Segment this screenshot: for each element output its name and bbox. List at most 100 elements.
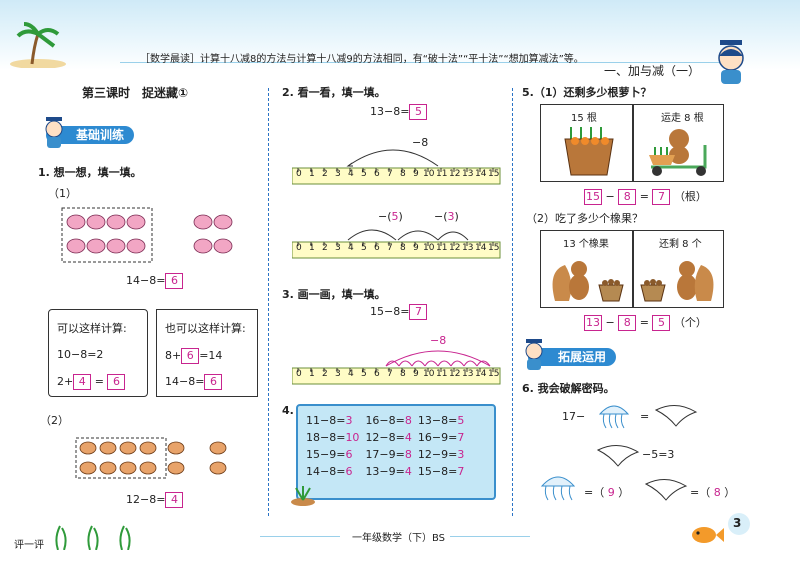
manta-ray-icon [654,405,698,427]
section-label: 基础训练 [76,128,125,142]
tick-label: 2 [322,369,328,379]
answer-value[interactable]: 8 [404,414,412,427]
equation-cell: 16−8=8 [365,412,417,429]
method-left-line2: 2+4 = 6 [57,374,126,390]
answer-box[interactable]: 5 [652,315,671,331]
method-box-right: 也可以这样计算: 8+6=14 14−8=6 [156,309,258,397]
answer-value[interactable]: 5 [391,210,399,223]
jellyfish-icon [598,405,630,429]
answer-box[interactable]: 6 [165,273,184,289]
page-number-badge [728,513,750,535]
tick-label: 7 [387,369,393,379]
tick-label: 10 [423,369,435,379]
equation-cell: 15−8=7 [418,463,470,480]
arc-label-a: −(5) [378,210,403,223]
tick-label: 13 [462,243,474,253]
method-left-line1: 10−8=2 [57,348,104,361]
tick-label: 12 [449,369,461,379]
answer-box[interactable]: 8 [618,189,637,205]
answer-value[interactable]: 4 [404,431,412,444]
equation-text: 12−8= [126,493,166,506]
equation-text: 12−8= [365,431,405,444]
q6-line2: −5=3 [642,448,675,461]
tick-label: 11 [436,369,448,379]
squirrel-acorns-icon [640,261,714,302]
answer-value[interactable]: 3 [457,448,465,461]
tick-label: 8 [400,169,406,179]
section-extension: 拓展运用 [528,348,617,366]
label-text: ) [454,210,459,223]
answer-value[interactable]: 8 [713,486,721,499]
answer-value[interactable]: 6 [345,465,353,478]
answer-box[interactable]: 6 [181,348,200,364]
answer-box[interactable]: 6 [107,374,126,390]
tick-label: 5 [361,369,367,379]
answer-value[interactable]: 10 [345,431,360,444]
operator: = [639,190,649,203]
method-left-title: 可以这样计算: [57,322,127,335]
q3-eq: 15−8=7 [370,304,428,320]
answer-value[interactable]: 7 [457,465,465,478]
label-text: ） [618,486,630,499]
equation-text: 14−8= [126,274,166,287]
q1-part1-label: （1） [48,187,77,200]
tick-label: 1 [309,369,315,379]
answer-box[interactable]: 4 [73,374,92,390]
q5-equation-1: 15 − 8 = 7 （根） [584,188,707,205]
tick-label: 4 [348,243,354,253]
panel-caption-left: 13 个橡果 [563,239,609,250]
answer-box[interactable]: 4 [165,492,184,508]
tick-label: 7 [387,243,393,253]
tick-label: 2 [322,169,328,179]
answer-box[interactable]: 5 [409,104,428,120]
equation-text: 16−9= [417,431,458,444]
answer-value[interactable]: 7 [457,431,465,444]
answer-box[interactable]: 8 [618,315,637,331]
q6-answer-a: =（ 9 ） [584,484,629,500]
method-right-line2: 14−8=6 [165,374,223,390]
answer-box[interactable]: 6 [204,374,223,390]
answer-value[interactable]: 3 [345,414,353,427]
answer-value[interactable]: 4 [404,465,412,478]
section-basic-training: 基础训练 [46,126,135,144]
answer-box[interactable]: 7 [652,189,671,205]
panel-caption-right: 还剩 8 个 [659,239,702,250]
seaweed-rating-icon [55,525,131,550]
method-right-title: 也可以这样计算: [165,322,246,335]
label-text: −( [378,210,392,223]
equation-text: 13−9= [365,465,405,478]
equation-text: 15−8= [370,305,410,318]
equals-sign: = [94,375,104,388]
tick-label: 14 [475,369,487,379]
q3-label: 3. 画一画，填一填。 [282,288,386,301]
answer-box[interactable]: 7 [409,304,428,320]
answer-value[interactable]: 8 [404,448,412,461]
equation-cell: 11−8=3 [306,412,365,429]
q6-label: 6. 我会破解密码。 [522,382,615,395]
answer-value[interactable]: 3 [447,210,455,223]
answer-box[interactable]: 13 [584,315,602,331]
answer-value[interactable]: 5 [457,414,465,427]
tick-label: 14 [475,243,487,253]
label-text: −( [434,210,448,223]
tick-label: 15 [488,369,500,379]
answer-box[interactable]: 15 [584,189,602,205]
tick-label: 10 [423,243,435,253]
tick-label: 2 [322,243,328,253]
tick-label: 6 [374,369,380,379]
equation-text: 12−9= [417,448,458,461]
number-line-q3 [292,350,501,385]
equation-text: 14−8= [165,375,205,388]
answer-value[interactable]: 6 [345,448,353,461]
manta-ray-icon [596,445,640,467]
unit-label: （个） [673,316,707,329]
panel-divider [632,231,634,307]
answer-value[interactable]: 9 [607,486,615,499]
equation-text: 16−8= [365,414,405,427]
q1-eq1: 14−8=6 [126,273,184,289]
equation-text: =14 [199,349,223,362]
